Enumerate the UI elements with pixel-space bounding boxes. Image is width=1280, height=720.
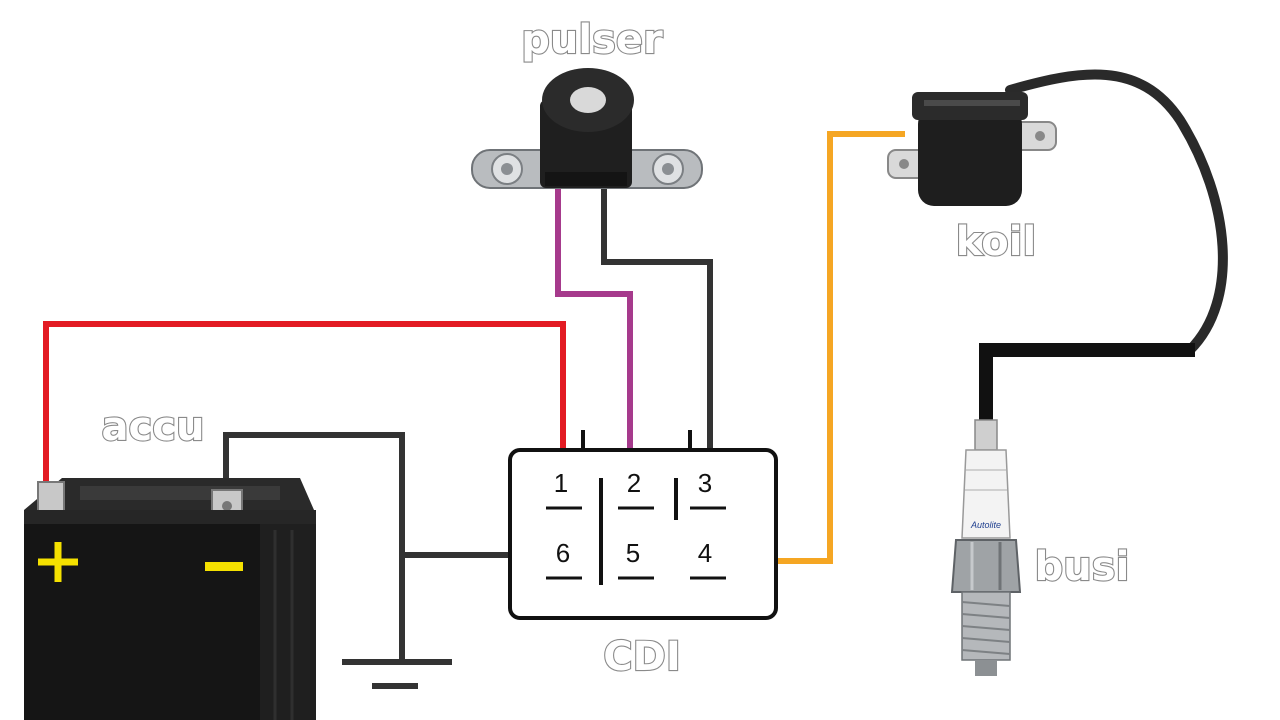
wire-pin-4-to-coil [732, 131, 905, 564]
wire-pulser-to-pin-2 [555, 185, 633, 462]
cdi-pin-1: 1 [554, 468, 568, 498]
cdi-pin-5: 5 [626, 538, 640, 568]
cdi-pin-4: 4 [698, 538, 712, 568]
high-tension-lead [1005, 69, 1228, 355]
positive-terminal-icon [38, 542, 78, 582]
accu-label: accu [102, 404, 205, 450]
busi-label: busi [1035, 544, 1130, 590]
spark-plug-brand: Autolite [970, 520, 1001, 530]
wire-battery-positive-to-pin-1 [43, 321, 566, 486]
cdi-pin-2: 2 [627, 468, 641, 498]
wire-coil-to-spark-plug [979, 343, 1195, 428]
battery-icon [24, 478, 316, 720]
wire-pulser-to-pin-3 [601, 185, 713, 462]
cdi-module: 1 2 3 6 5 4 [508, 430, 778, 620]
wire-battery-negative-to-ground [223, 432, 405, 662]
cdi-label: CDI [603, 634, 680, 680]
spark-plug-icon: Autolite [950, 419, 1022, 676]
ground-symbol-icon [342, 659, 452, 689]
cdi-pin-3: 3 [698, 468, 712, 498]
pickup-coil-icon [471, 68, 703, 189]
pulser-label: pulser [521, 17, 663, 63]
koil-label: koil [956, 219, 1036, 265]
cdi-pin-6: 6 [556, 538, 570, 568]
ignition-coil-icon [887, 69, 1228, 355]
negative-terminal-icon [205, 562, 243, 571]
